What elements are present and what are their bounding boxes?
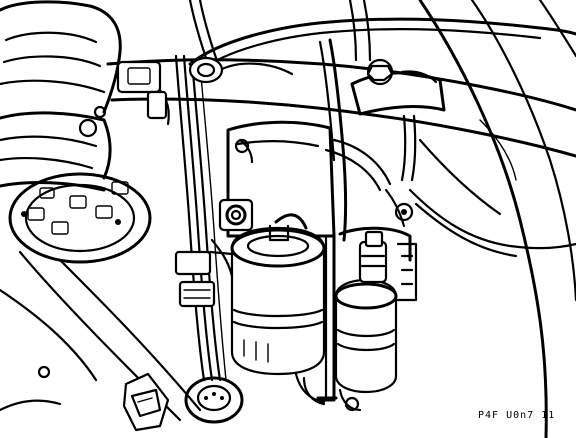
lower-linkage xyxy=(0,250,202,422)
fuel-filter-large xyxy=(208,213,326,404)
hub-flange xyxy=(8,172,152,264)
right-frame xyxy=(394,0,576,438)
wheel-hub-assembly xyxy=(0,0,122,192)
figure-code-label: P4F U0n7 11 xyxy=(478,410,556,421)
hoses xyxy=(302,138,406,406)
connector-clip xyxy=(122,372,170,432)
fuel-lines xyxy=(188,0,576,242)
mounting-bracket xyxy=(350,58,446,182)
wiring-harness xyxy=(174,54,227,382)
filter-bracket xyxy=(316,226,418,402)
pump-housing xyxy=(218,120,336,238)
sensor-socket xyxy=(184,376,244,424)
fuel-filter-small xyxy=(334,230,398,412)
